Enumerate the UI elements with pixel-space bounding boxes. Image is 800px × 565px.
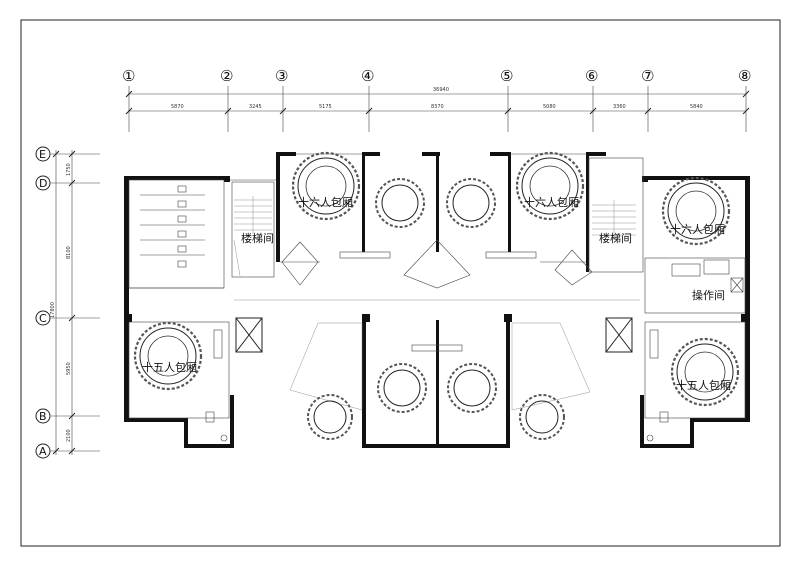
axis-A-label: A [39, 445, 47, 458]
room-label-15-right: 十五人包厢 [676, 378, 731, 392]
dim-left-2: 8100 [66, 246, 72, 259]
elevator-right [605, 317, 633, 353]
axis-4-label: ④ [361, 67, 374, 85]
service-counters [281, 239, 593, 352]
axis-E-label: E [39, 148, 46, 161]
dim-left-1: 1750 [66, 163, 72, 176]
axis-7-label: ⑦ [641, 67, 654, 85]
room-label-stair-right: 楼梯间 [599, 231, 632, 245]
axis-6-label: ⑥ [585, 67, 598, 85]
room-label-16-top-middle: 十六人包厢 [524, 195, 579, 209]
room-label-16-top-right: 十六人包厢 [670, 222, 725, 236]
ops-room-fixtures [671, 259, 744, 293]
dim-top-1: 5870 [171, 104, 184, 110]
top-axis-group: ① ② ③ ④ ⑤ ⑥ ⑦ ⑧ 36940 5870 3 [122, 67, 751, 132]
axis-3-label: ③ [275, 67, 288, 85]
axis-8-label: ⑧ [738, 67, 751, 85]
table-16-top-middle [515, 151, 585, 221]
lobby-outline [234, 299, 640, 411]
dim-left-4: 2100 [66, 429, 72, 442]
stair-treads-right [592, 200, 636, 240]
table-16-top-left [291, 151, 361, 221]
toilet-fixtures [205, 329, 669, 442]
dim-top-3: 5175 [319, 104, 332, 110]
room-label-15-left: 十五人包厢 [142, 360, 197, 374]
dim-top-5: 5080 [543, 104, 556, 110]
axis-5-label: ⑤ [500, 67, 513, 85]
dim-top-7: 5840 [690, 104, 703, 110]
dim-total-vertical: 17800 [50, 302, 56, 318]
room-label-stair-left: 楼梯间 [241, 231, 274, 245]
dim-left-3: 5950 [66, 362, 72, 375]
dining-tables [133, 151, 740, 440]
dim-total-horizontal: 36940 [433, 87, 449, 93]
axis-D-label: D [39, 177, 47, 190]
axis-B-label: B [39, 410, 47, 423]
restroom-stalls [140, 185, 205, 268]
table-15-right [670, 337, 740, 407]
table-15-left [133, 321, 203, 391]
dim-top-4: 8370 [431, 104, 444, 110]
axis-2-label: ② [220, 67, 233, 85]
drawing-border [20, 19, 781, 547]
interior-lines [128, 153, 746, 419]
room-label-16-top-left: 十六人包厢 [298, 195, 353, 209]
building-walls [124, 152, 750, 448]
elevator-left [235, 317, 263, 353]
axis-C-label: C [39, 312, 47, 325]
stair-treads-left [233, 196, 272, 277]
left-axis-group: E D C B A 17800 1750 8100 5950 2100 [35, 146, 100, 459]
axis-1-label: ① [122, 67, 135, 85]
room-label-ops: 操作间 [692, 288, 725, 302]
table-16-top-right [661, 176, 731, 246]
dim-top-2: 3245 [249, 104, 262, 110]
dim-top-6: 3360 [613, 104, 626, 110]
